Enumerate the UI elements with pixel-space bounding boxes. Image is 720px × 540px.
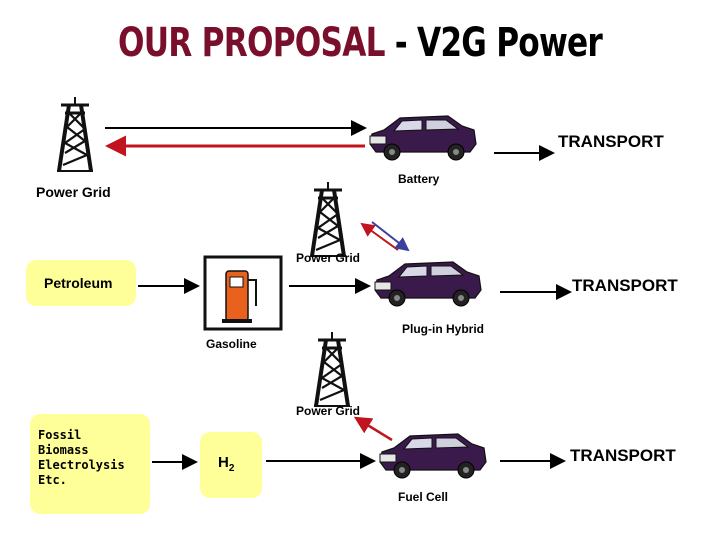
power-grid-label-3: Power Grid	[296, 404, 361, 418]
v2g-return-arrow-3	[353, 416, 393, 442]
hydrogen-subscript: 2	[228, 463, 235, 474]
fuel-cell-label: Fuel Cell	[398, 490, 449, 504]
grid-to-hybrid-arrow	[371, 221, 410, 252]
title-part-2: - V2G Power	[384, 20, 603, 66]
gas-pump-icon	[203, 255, 283, 331]
hydrogen-symbol: H	[218, 454, 229, 471]
source-item: Biomass	[38, 443, 89, 457]
petroleum-label: Petroleum	[44, 275, 113, 291]
source-item: Etc.	[38, 473, 67, 487]
battery-label: Battery	[398, 172, 440, 186]
power-tower-icon	[308, 180, 348, 258]
fossil-sources-list: Fossil Biomass Electrolysis Etc.	[38, 428, 125, 488]
car-icon	[379, 433, 487, 479]
plug-in-hybrid-label: Plug-in Hybrid	[402, 322, 484, 336]
hydrogen-box	[200, 432, 262, 498]
petroleum-box	[26, 260, 136, 306]
power-grid-label-1: Power Grid	[36, 184, 111, 200]
transport-label-3: TRANSPORT	[570, 446, 676, 465]
v2g-return-arrow-2	[360, 222, 399, 251]
transport-label-2: TRANSPORT	[572, 276, 678, 295]
page-title: OUR PROPOSAL - V2G Power	[79, 20, 641, 66]
hydrogen-label: H2	[218, 454, 234, 474]
source-item: Electrolysis	[38, 458, 125, 472]
car-icon	[374, 261, 482, 307]
power-tower-icon	[55, 95, 95, 173]
car-icon	[369, 115, 477, 161]
fossil-sources-box	[30, 414, 150, 514]
title-part-1: OUR PROPOSAL	[117, 20, 385, 66]
gasoline-label: Gasoline	[206, 337, 257, 351]
source-item: Fossil	[38, 428, 82, 442]
power-grid-label-2: Power Grid	[296, 251, 361, 265]
power-tower-icon	[312, 330, 352, 408]
transport-label-1: TRANSPORT	[558, 132, 664, 151]
